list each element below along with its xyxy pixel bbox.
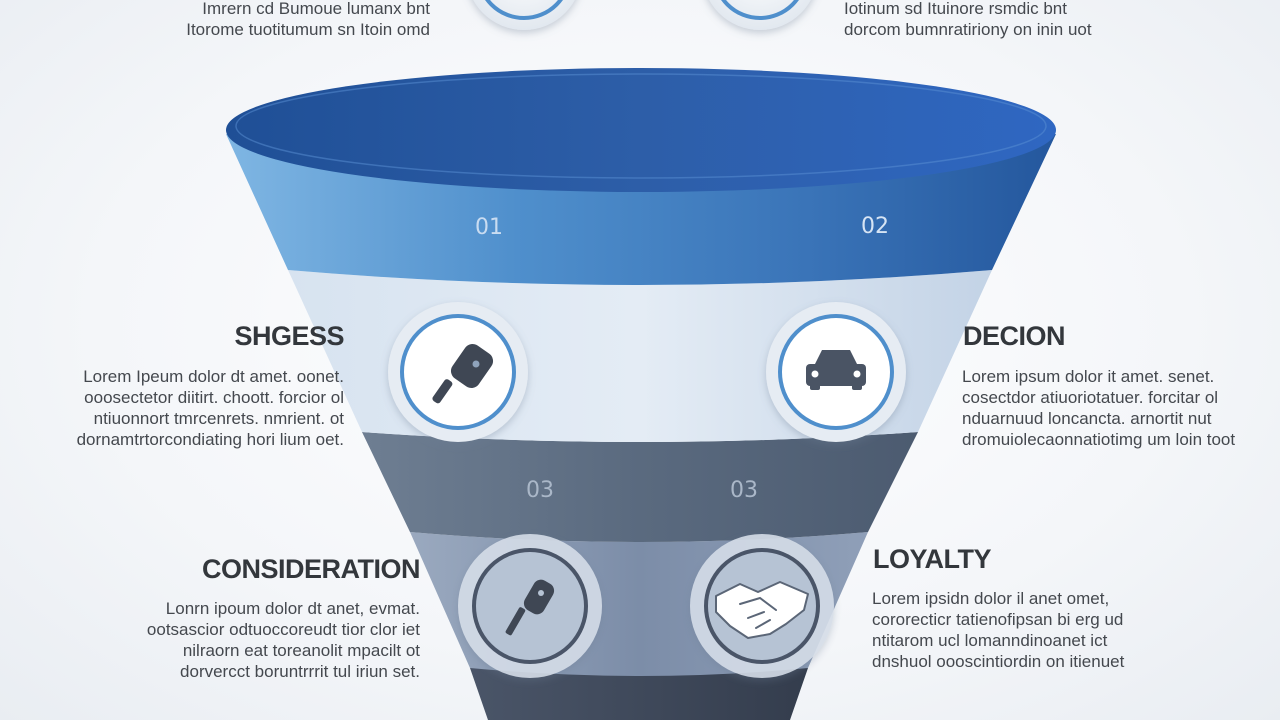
top-right-text: Iotinum sd Ituinore rsmdic bnt dorcom bu… xyxy=(844,0,1204,40)
key-fob-icon xyxy=(432,343,494,404)
stage-1-line-4: dornamtrtorcondiating hori lium oet. xyxy=(76,430,344,449)
funnel-band-5 xyxy=(470,668,808,720)
stage-4-line-3: ntitarom ucl lomanndinoanet ict xyxy=(872,631,1108,650)
stage-2-line-3: nduarnuud loncancta. arnortit nut xyxy=(962,409,1212,428)
stage-4-line-2: cororecticr tatienofipsan bi erg ud xyxy=(872,610,1124,629)
stage-1-line-3: ntiuonnort tmrcenrets. nmrient. ot xyxy=(93,409,344,428)
stage-2-line-4: dromuiolecaonnatiotimg um loin toot xyxy=(962,430,1236,449)
stage-2-line-2: cosectdor atiuoriotatuer. forcitar ol xyxy=(962,388,1219,407)
key-fob-badge xyxy=(388,302,528,442)
top-left-line-1: Imrern cd Bumoue lumanx bnt xyxy=(202,0,430,18)
stage-title-4: LOYALTY xyxy=(873,544,992,574)
stage-title-3: CONSIDERATION xyxy=(201,554,421,584)
top-left-line-2: Itorome tuotitumum sn Itoin omd xyxy=(186,20,430,39)
stage-4-line-1: Lorem ipsidn dolor il anet omet, xyxy=(872,589,1110,608)
stage-description-3: Lonrn ipoum dolor dt anet, evmat. ootsas… xyxy=(96,598,420,682)
stage-1-line-2: ooosectetor diitirt. choott. forcior ol xyxy=(84,388,344,407)
stage-title-1: SHGESS xyxy=(234,321,344,351)
stage-2-line-1: Lorem ipsum dolor it amet. senet. xyxy=(962,367,1215,386)
top-right-line-2: dorcom bumnratiriony on inin uot xyxy=(844,20,1092,39)
stage-number-02: 02 xyxy=(861,214,889,239)
car-key-badge xyxy=(458,534,602,678)
funnel-band-3 xyxy=(362,432,918,542)
stage-1-line-1: Lorem Ipeum dolor dt amet. oonet. xyxy=(83,367,344,386)
stage-3-line-1: Lonrn ipoum dolor dt anet, evmat. xyxy=(165,599,420,618)
top-right-badge xyxy=(709,0,811,30)
stage-number-03-left: 03 xyxy=(526,478,554,503)
stage-3-line-4: dorvercct boruntrrrit tul iriun set. xyxy=(180,662,420,681)
funnel-top-ellipse xyxy=(226,68,1056,192)
stage-description-4: Lorem ipsidn dolor il anet omet, cororec… xyxy=(872,588,1192,672)
car-badge xyxy=(766,302,906,442)
stage-title-2: DECION xyxy=(963,321,1066,351)
top-right-line-1: Iotinum sd Ituinore rsmdic bnt xyxy=(844,0,1067,18)
top-left-text: Imrern cd Bumoue lumanx bnt Itorome tuot… xyxy=(88,0,430,40)
handshake-icon xyxy=(715,581,809,639)
top-left-badge xyxy=(473,0,575,30)
stage-3-line-3: nilraorn eat toreanolit mpacilt ot xyxy=(182,641,420,660)
car-key-icon xyxy=(505,579,555,636)
stage-number-01: 01 xyxy=(475,215,503,240)
stage-3-line-2: ootsascior odtuoccoreudt tior clor iet xyxy=(146,620,420,639)
stage-description-2: Lorem ipsum dolor it amet. senet. cosect… xyxy=(962,366,1274,450)
handshake-badge xyxy=(690,534,834,678)
stage-description-1: Lorem Ipeum dolor dt amet. oonet. ooosec… xyxy=(20,366,344,450)
stage-number-03-right: 03 xyxy=(730,478,758,503)
car-icon xyxy=(806,350,866,390)
stage-4-line-4: dnshuol oooscintiordin on itienuet xyxy=(872,652,1125,671)
